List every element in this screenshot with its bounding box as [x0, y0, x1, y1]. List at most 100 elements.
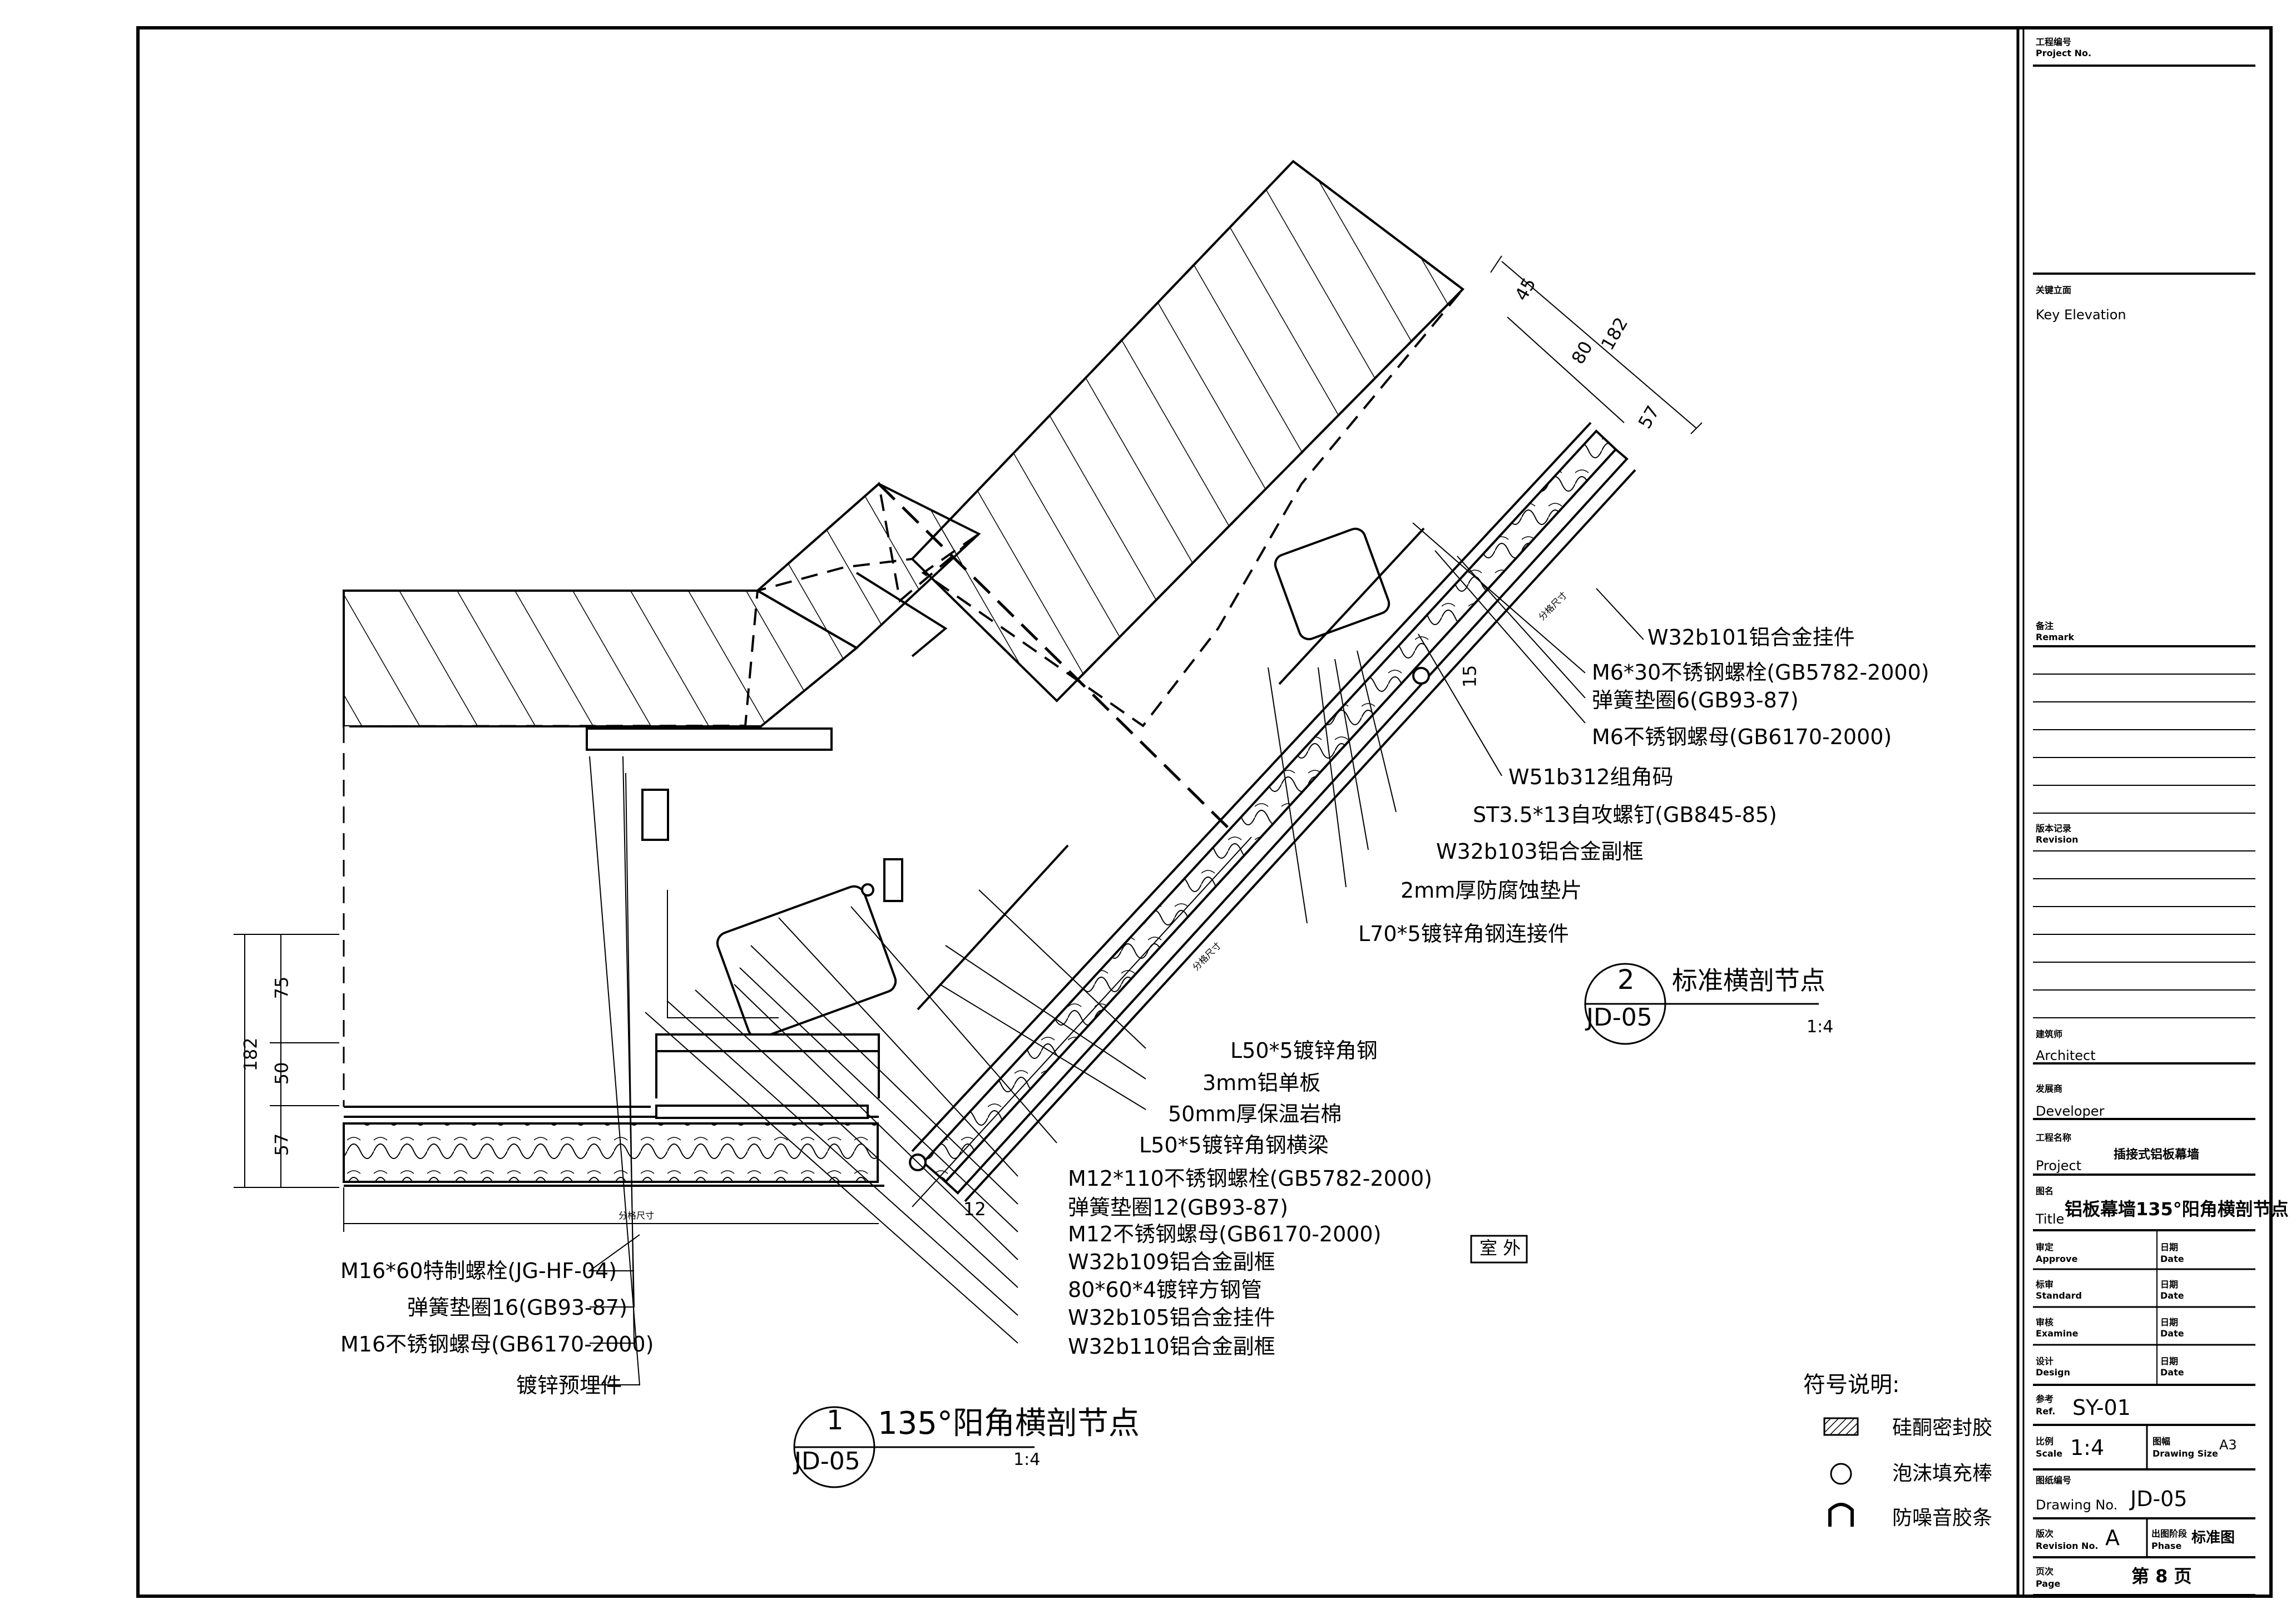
label-upper-2: 弹簧垫圈6(GB93-87) [1592, 688, 1799, 712]
dim-15: 15 [1459, 665, 1481, 688]
dim-12: 12 [963, 1199, 986, 1220]
label-left-3: 镀锌预埋件 [516, 1373, 622, 1398]
label-middle-5: 弹簧垫圈12(GB93-87) [1068, 1195, 1288, 1220]
label-upper-8: L70*5镀锌角钢连接件 [1358, 922, 1569, 946]
developer-cn: 发展商 [2036, 1083, 2063, 1094]
detail2-scale: 1:4 [1807, 1017, 1834, 1037]
label-middle-4: M12*110不锈钢螺栓(GB5782-2000) [1068, 1166, 1432, 1191]
key-elevation-cn: 关键立面 [2036, 285, 2072, 295]
label-middle-0: L50*5镀锌角钢 [1230, 1038, 1378, 1063]
exterior-label: 室 外 [1479, 1237, 1521, 1259]
label-upper-4: W51b312组角码 [1508, 765, 1674, 789]
phase-en: Phase [2151, 1541, 2182, 1551]
key-elevation-en: Key Elevation [2036, 307, 2126, 323]
label-middle-10: W32b110铝合金副框 [1068, 1334, 1275, 1359]
developer-en: Developer [2036, 1103, 2105, 1119]
design-cn: 设计 [2036, 1356, 2054, 1366]
detail2-number: 2 [1617, 964, 1635, 996]
left-dimensions [234, 934, 879, 1232]
gasket-symbol [1828, 1503, 1854, 1527]
approve-date-en: Date [2160, 1254, 2184, 1264]
label-upper-6: W32b103铝合金副框 [1436, 839, 1644, 864]
project-no-cn: 工程编号 [2036, 37, 2072, 47]
detail-bubbles [793, 963, 1819, 1488]
size-cn: 图幅 [2152, 1436, 2171, 1447]
revno-value: A [2105, 1526, 2120, 1550]
size-en: Drawing Size [2152, 1448, 2218, 1459]
label-middle-7: W32b109铝合金副框 [1068, 1250, 1275, 1274]
detail1-scale: 1:4 [1013, 1450, 1041, 1469]
design-en: Design [2036, 1367, 2070, 1378]
page-value: 第 8 页 [2131, 1566, 2192, 1587]
drawing-no-value: JD-05 [2130, 1487, 2188, 1511]
architect-cn: 建筑师 [2036, 1029, 2063, 1039]
detail2-ref: JD-05 [1586, 1003, 1652, 1032]
project-cn: 工程名称 [2036, 1132, 2072, 1143]
drawing-no-cn: 图纸编号 [2036, 1475, 2072, 1486]
title-cn: 图名 [2036, 1186, 2054, 1196]
detail1-title: 135°阳角横剖节点 [878, 1405, 1140, 1442]
label-left-1: 弹簧垫圈16(GB93-87) [407, 1295, 627, 1320]
sealant-symbol [1823, 1417, 1859, 1436]
standard-date-cn: 日期 [2160, 1279, 2179, 1290]
label-upper-3: M6不锈钢螺母(GB6170-2000) [1592, 725, 1892, 749]
title-en: Title [2036, 1211, 2065, 1227]
right-dimensions [912, 255, 1703, 1207]
drawing-no-en: Drawing No. [2036, 1497, 2118, 1513]
dim-left-75: 75 [271, 976, 293, 999]
approve-en: Approve [2036, 1254, 2078, 1264]
examine-en: Examine [2036, 1328, 2079, 1339]
dim-left-57: 57 [271, 1133, 293, 1156]
standard-cn: 标审 [2036, 1279, 2054, 1290]
revision-en: Revision [2036, 834, 2079, 845]
revision-cn: 版本记录 [2036, 823, 2072, 834]
label-middle-8: 80*60*4镀锌方钢管 [1068, 1278, 1262, 1302]
phase-value: 标准图 [2191, 1529, 2235, 1546]
examine-date-en: Date [2160, 1328, 2184, 1339]
legend-item-gasket: 防噪音胶条 [1892, 1507, 1993, 1529]
standard-date-en: Date [2160, 1290, 2184, 1301]
label-middle-3: L50*5镀锌角钢横梁 [1139, 1133, 1329, 1157]
remark-cn: 备注 [2036, 621, 2054, 631]
ref-value: SY-01 [2072, 1395, 2131, 1420]
dim-left-182: 182 [240, 1037, 261, 1072]
phase-cn: 出图阶段 [2151, 1528, 2188, 1539]
title-value: 铝板幕墙135°阳角横剖节点 [2065, 1199, 2289, 1220]
revno-cn: 版次 [2036, 1528, 2054, 1539]
project-en: Project [2036, 1158, 2082, 1174]
design-date-cn: 日期 [2160, 1356, 2179, 1366]
label-upper-5: ST3.5*13自攻螺钉(GB845-85) [1473, 803, 1777, 827]
legend-item-foam-rod: 泡沫填充棒 [1892, 1462, 1993, 1485]
examine-cn: 审核 [2036, 1317, 2054, 1328]
steel-members [586, 527, 1430, 1171]
legend-item-sealant: 硅酮密封胶 [1892, 1417, 1993, 1439]
diagonal-panel [911, 422, 1636, 1202]
architect-en: Architect [2036, 1048, 2096, 1063]
legend-title: 符号说明: [1803, 1372, 1900, 1398]
revno-en: Revision No. [2036, 1541, 2099, 1551]
size-value: A3 [2219, 1437, 2237, 1453]
leader-lines [587, 522, 1644, 1385]
approve-date-cn: 日期 [2160, 1242, 2179, 1252]
label-left-0: M16*60特制螺栓(JG-HF-04) [340, 1259, 617, 1283]
label-upper-7: 2mm厚防腐蚀垫片 [1401, 878, 1582, 903]
detail2-title: 标准横剖节点 [1672, 966, 1825, 996]
foam-rod-symbol [1830, 1463, 1852, 1485]
grid-size-label-horizontal: 分格尺寸 [618, 1210, 655, 1221]
ref-cn: 参考 [2036, 1394, 2054, 1404]
title-block [2016, 28, 2255, 1596]
dim-left-50: 50 [271, 1062, 293, 1085]
design-date-en: Date [2160, 1367, 2184, 1378]
standard-en: Standard [2036, 1290, 2082, 1301]
project-no-en: Project No. [2036, 48, 2092, 58]
concrete-wall [343, 160, 1465, 835]
label-upper-0: W32b101铝合金挂件 [1647, 625, 1855, 650]
approve-cn: 审定 [2036, 1242, 2054, 1252]
ref-en: Ref. [2036, 1406, 2056, 1417]
detail1-ref: JD-05 [794, 1447, 860, 1476]
page-en: Page [2036, 1578, 2061, 1589]
label-middle-2: 50mm厚保温岩棉 [1168, 1102, 1342, 1126]
remark-en: Remark [2036, 632, 2075, 642]
label-middle-9: W32b105铝合金挂件 [1068, 1305, 1275, 1330]
